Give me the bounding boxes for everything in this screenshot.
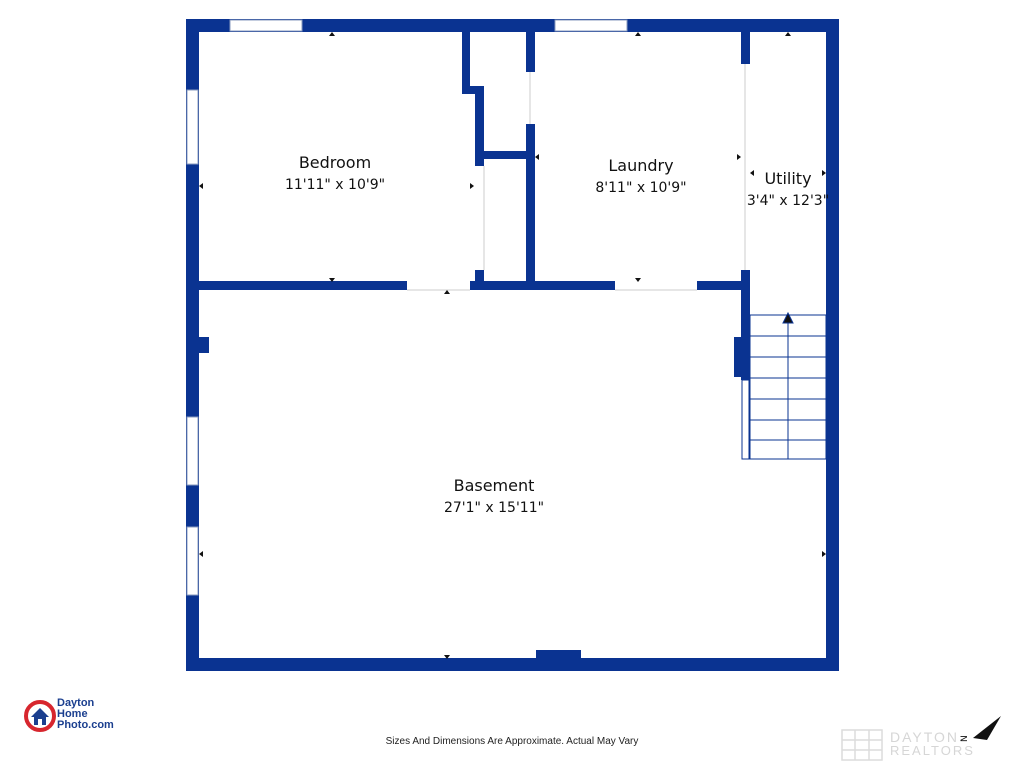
tick-mark <box>199 551 203 557</box>
realtor-line-2: REALTORS <box>890 743 975 758</box>
room-name-laundry: Laundry <box>608 156 673 175</box>
tick-mark <box>635 32 641 36</box>
wall-stub-right <box>734 337 744 377</box>
room-size-bedroom: 11'11" x 10'9" <box>285 177 385 193</box>
windows <box>186 19 628 596</box>
tick-mark <box>329 278 335 282</box>
wall-utility-top <box>741 32 750 64</box>
wall-utility-low <box>741 270 750 380</box>
floor-plan: Bedroom 11'11" x 10'9" Laundry 8'11" x 1… <box>186 19 839 671</box>
tick-mark <box>822 551 826 557</box>
realtor-watermark-icon <box>841 729 883 761</box>
window-left-basement-1 <box>186 416 199 486</box>
realtor-line-1: DAYTON <box>890 729 960 745</box>
north-arrow-icon: N <box>960 716 1001 742</box>
tick-mark <box>329 32 335 36</box>
stair-rail <box>741 379 750 460</box>
stairs <box>741 311 827 460</box>
wall-closet-c <box>475 86 484 166</box>
logo-line-3: Photo.com <box>57 719 114 731</box>
wall-bottom-stub <box>536 650 581 660</box>
wall-laundry-left-top <box>526 32 535 72</box>
wall-laundry-left <box>526 124 535 286</box>
window-top-laundry <box>554 19 628 32</box>
tick-mark <box>785 32 791 36</box>
logo-line-1: Dayton <box>57 697 95 709</box>
wall-mid-2 <box>470 281 615 290</box>
dimension-ticks <box>199 32 826 659</box>
tick-mark <box>535 154 539 160</box>
disclaimer-text: Sizes And Dimensions Are Approximate. Ac… <box>385 736 639 747</box>
wall-top <box>186 19 839 32</box>
tick-mark <box>470 183 474 189</box>
room-name-basement: Basement <box>454 476 535 495</box>
window-left-basement-2 <box>186 526 199 596</box>
outer-walls <box>186 19 839 671</box>
room-size-utility: 3'4" x 12'3" <box>747 193 829 209</box>
compass-label: N <box>960 735 970 742</box>
room-name-utility: Utility <box>764 169 811 188</box>
room-size-laundry: 8'11" x 10'9" <box>595 180 686 196</box>
window-left-bedroom <box>186 89 199 165</box>
room-size-basement: 27'1" x 15'11" <box>444 500 544 516</box>
window-top-bedroom <box>229 19 303 32</box>
logo-line-2: Home <box>57 708 88 720</box>
wall-closet-e <box>484 151 528 159</box>
wall-stub-left <box>199 337 209 353</box>
tick-mark <box>737 154 741 160</box>
tick-mark <box>750 170 754 176</box>
tick-mark <box>822 170 826 176</box>
interior-walls <box>199 32 750 660</box>
wall-mid-3 <box>697 281 750 290</box>
wall-mid-1 <box>199 281 407 290</box>
logo-text: Dayton Home Photo.com <box>57 698 114 731</box>
tick-mark <box>635 278 641 282</box>
wall-closet-d <box>475 270 484 285</box>
stair-arrow-icon <box>782 311 794 324</box>
realtor-watermark-text: DAYTON REALTORS <box>890 730 975 758</box>
tick-mark <box>444 655 450 659</box>
tick-mark <box>444 290 450 294</box>
dayton-home-photo-logo <box>24 700 56 732</box>
door-openings <box>407 64 746 291</box>
room-name-bedroom: Bedroom <box>299 153 371 172</box>
wall-closet-b <box>462 86 484 94</box>
wall-right <box>826 19 839 671</box>
wall-bottom <box>186 658 839 671</box>
wall-closet-a <box>462 32 470 94</box>
tick-mark <box>199 183 203 189</box>
wall-left <box>186 19 199 671</box>
